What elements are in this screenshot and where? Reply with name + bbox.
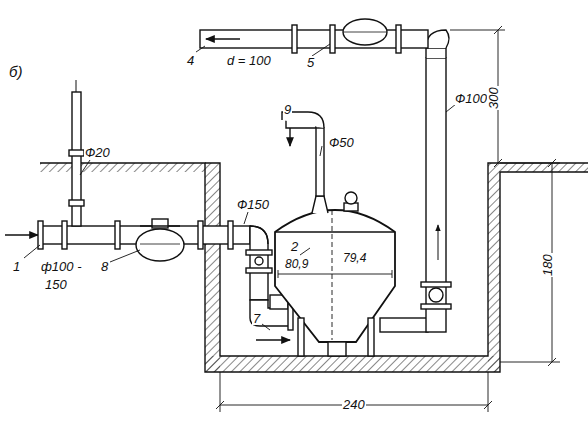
diameter-label: Ф150 <box>236 198 270 211</box>
dimension-lines <box>216 26 560 412</box>
pressure-tank <box>275 192 395 356</box>
inlet-pipe <box>5 80 250 249</box>
pipe-diameter-label: d = 100 <box>226 54 272 67</box>
dimension-value: 80,9 <box>284 258 309 270</box>
dimension-value: 180 <box>541 253 554 277</box>
view-letter: б) <box>8 64 23 79</box>
callout-number: 4 <box>186 54 195 67</box>
callout-number: 9 <box>283 103 292 116</box>
discharge-pipe <box>200 19 451 332</box>
callout-number: 2 <box>290 240 299 253</box>
dimension-value: 300 <box>487 86 500 110</box>
dimension-value: 79,4 <box>342 252 367 264</box>
callout-number: 8 <box>100 260 109 273</box>
leader-lines <box>24 44 456 330</box>
diameter-label: ф100 - <box>40 260 83 273</box>
air-pipe <box>282 112 328 213</box>
water-meter-8 <box>136 219 184 261</box>
diameter-label: Ф20 <box>84 146 111 159</box>
callout-number: 1 <box>12 260 21 273</box>
diameter-label: Ф100 <box>454 92 488 105</box>
diameter-label: Ф50 <box>328 136 355 149</box>
callout-number: 7 <box>252 312 261 325</box>
ground-hatching <box>40 163 588 372</box>
callout-number: 5 <box>306 56 315 69</box>
dimension-value: 240 <box>342 398 366 411</box>
diameter-label: 150 <box>44 278 68 291</box>
